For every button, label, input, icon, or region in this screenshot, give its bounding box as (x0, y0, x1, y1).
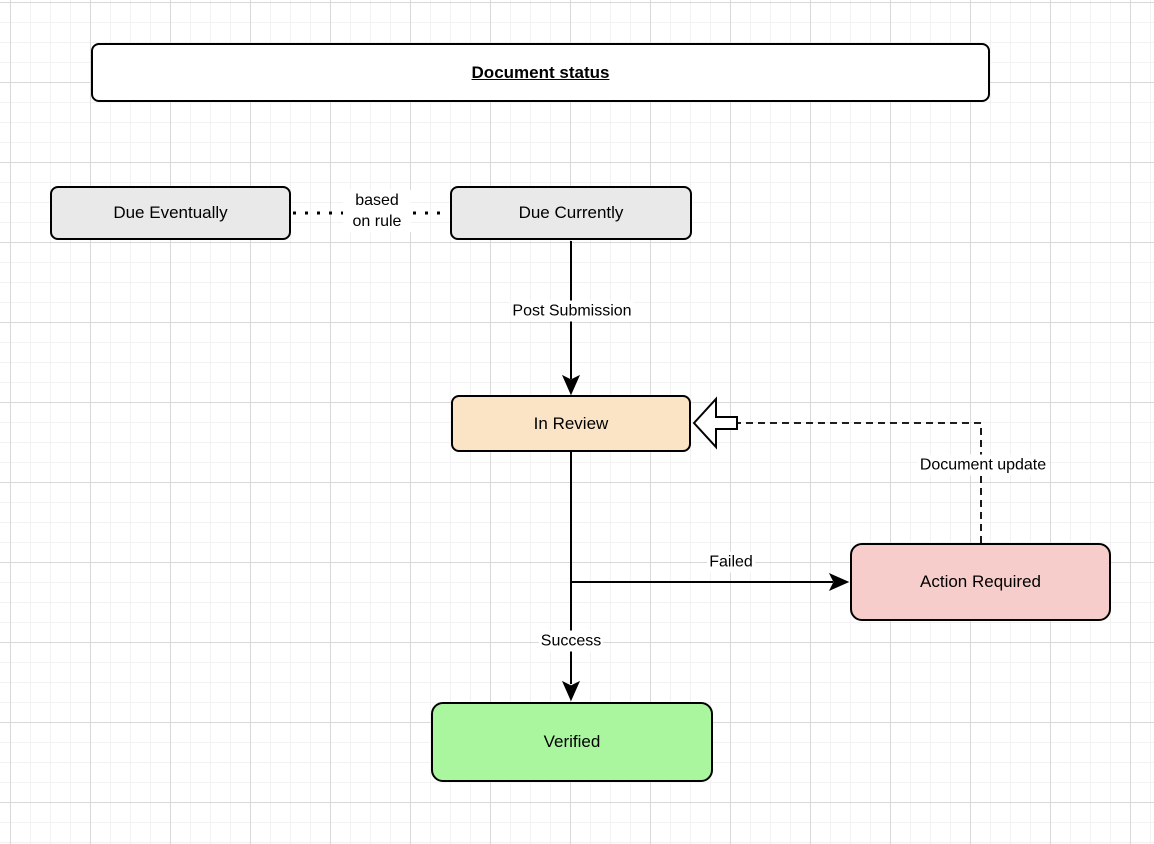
node-due-currently[interactable]: Due Currently (450, 186, 692, 240)
node-label: In Review (533, 413, 609, 433)
node-label: Action Required (920, 572, 1041, 591)
edge-success[interactable] (561, 452, 581, 702)
edge-label-success[interactable]: Success (538, 630, 604, 652)
arrowhead-icon (561, 680, 581, 702)
edge-label-post-submission[interactable]: Post Submission (510, 300, 634, 322)
node-label: Due Eventually (113, 203, 228, 222)
arrowhead-icon (561, 374, 581, 396)
arrowhead-icon (828, 572, 850, 592)
edge-label-based-on-rule[interactable]: based on rule (343, 190, 411, 232)
node-label: Due Currently (518, 203, 624, 222)
edge-line (737, 422, 982, 543)
edge-label-failed[interactable]: Failed (707, 551, 755, 573)
edge-label-document-update[interactable]: Document update (917, 454, 1049, 476)
edge-document-update[interactable] (692, 396, 982, 543)
title-box[interactable]: Document status (91, 43, 990, 102)
node-in-review[interactable]: In Review (451, 395, 691, 452)
edge-failed[interactable] (571, 572, 850, 592)
node-verified[interactable]: Verified (431, 702, 713, 782)
page-title: Document status (471, 62, 610, 82)
node-label: Verified (543, 732, 601, 751)
open-arrow-icon (692, 396, 738, 450)
node-action-required[interactable]: Action Required (850, 543, 1111, 621)
node-due-eventually[interactable]: Due Eventually (50, 186, 291, 240)
